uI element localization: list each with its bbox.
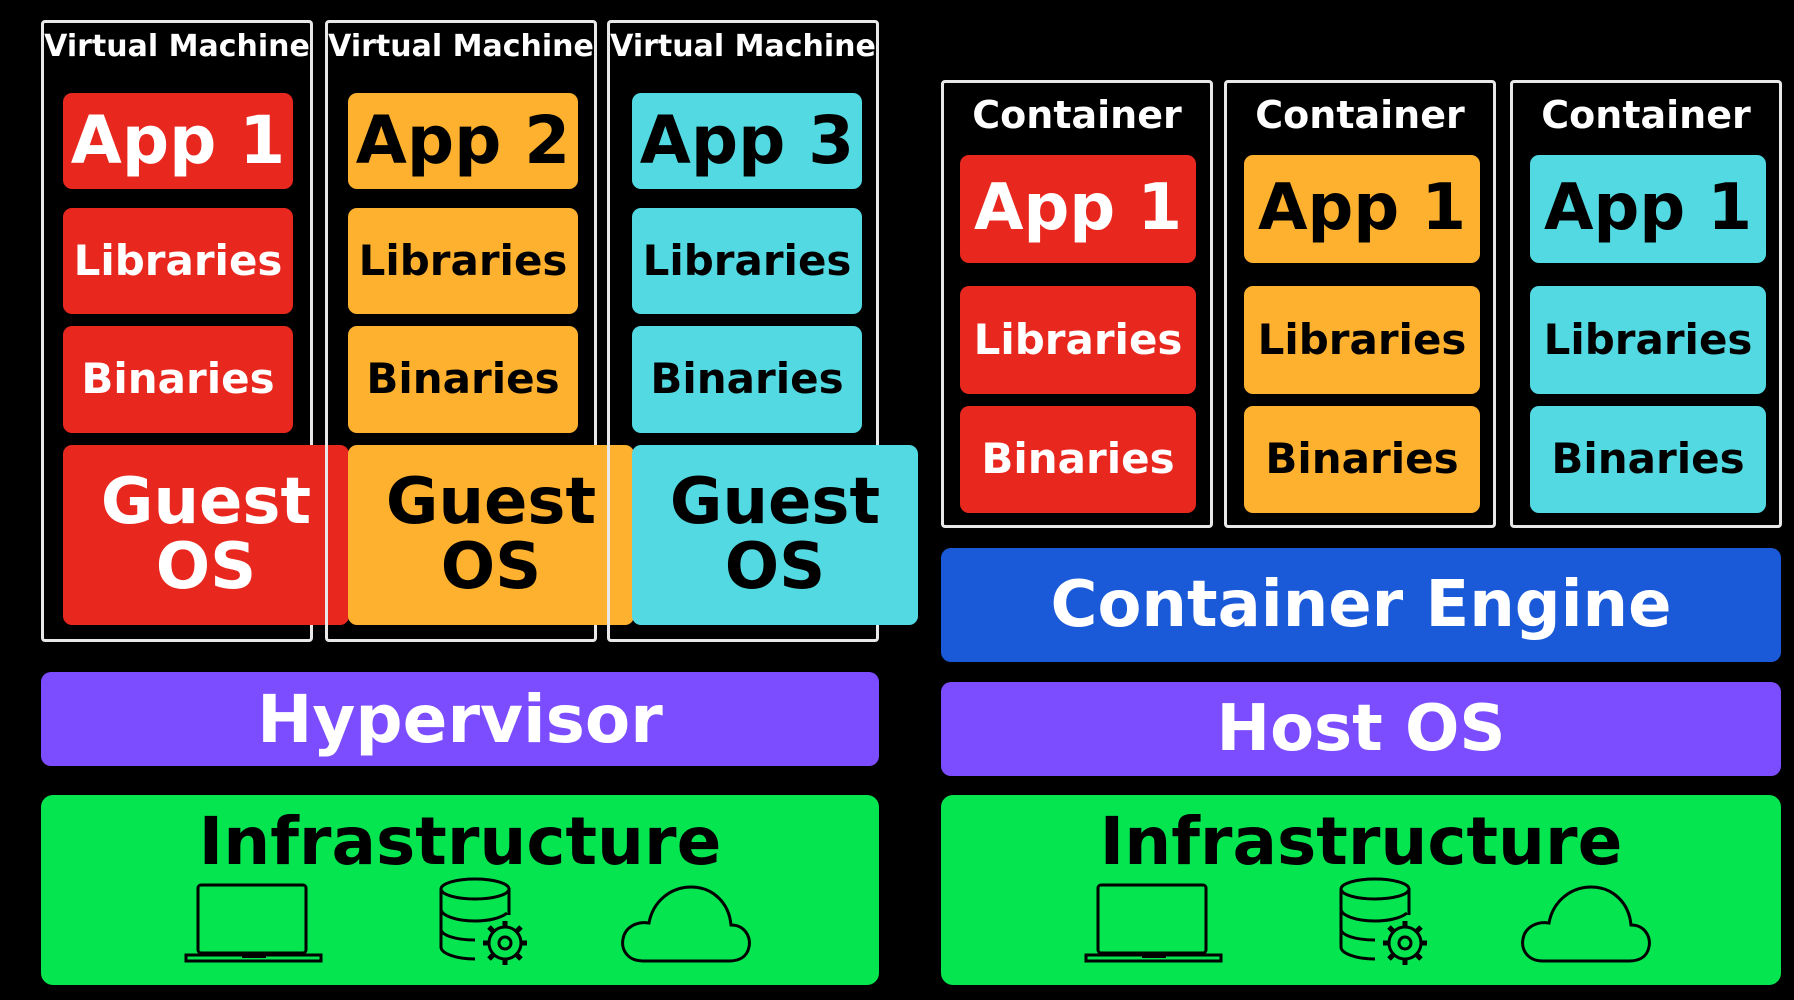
container-frame-2: Container App 1 Libraries Binaries [1224, 80, 1496, 528]
libraries-block: Libraries [348, 208, 578, 314]
database-gear-icon [439, 877, 529, 967]
libraries-block: Libraries [1244, 286, 1480, 394]
host-os-bar: Host OS [941, 682, 1781, 776]
binaries-block: Binaries [63, 326, 293, 433]
container-frame-3: Container App 1 Libraries Binaries [1510, 80, 1782, 528]
libraries-block: Libraries [1530, 286, 1766, 394]
virtual-machine-frame-3: Virtual Machine App 3 Libraries Binaries… [607, 20, 918, 642]
app-block: App 1 [1530, 155, 1766, 263]
virtual-machine-frame-1: Virtual Machine App 1 Libraries Binaries… [41, 20, 349, 642]
app-block: App 1 [960, 155, 1196, 263]
laptop-icon [184, 883, 323, 965]
infrastructure-title: Infrastructure [1099, 803, 1623, 880]
cloud-icon [619, 883, 753, 963]
virtual-machine-title: Virtual Machine [610, 29, 876, 64]
app-block: App 2 [348, 93, 578, 189]
app-block: App 3 [632, 93, 862, 189]
virtual-machine-frame-2: Virtual Machine App 2 Libraries Binaries… [325, 20, 634, 642]
guest-os-block: Guest OS [348, 445, 634, 625]
guest-os-block: Guest OS [63, 445, 349, 625]
container-frame-1: Container App 1 Libraries Binaries [941, 80, 1213, 528]
infrastructure-panel-left: Infrastructure [41, 795, 879, 985]
database-gear-icon [1339, 877, 1429, 967]
virtual-machine-title: Virtual Machine [328, 29, 594, 64]
infrastructure-panel-right: Infrastructure [941, 795, 1781, 985]
binaries-block: Binaries [348, 326, 578, 433]
app-block: App 1 [63, 93, 293, 189]
laptop-icon [1084, 883, 1223, 965]
container-engine-bar: Container Engine [941, 548, 1781, 662]
container-title: Container [1255, 93, 1465, 137]
binaries-block: Binaries [1244, 406, 1480, 513]
container-title: Container [1541, 93, 1751, 137]
binaries-block: Binaries [960, 406, 1196, 513]
cloud-icon [1519, 883, 1653, 963]
libraries-block: Libraries [63, 208, 293, 314]
app-block: App 1 [1244, 155, 1480, 263]
guest-os-block: Guest OS [632, 445, 918, 625]
libraries-block: Libraries [960, 286, 1196, 394]
hypervisor-bar: Hypervisor [41, 672, 879, 766]
infrastructure-title: Infrastructure [198, 803, 722, 880]
binaries-block: Binaries [1530, 406, 1766, 513]
virtual-machine-title: Virtual Machine [44, 29, 310, 64]
container-title: Container [972, 93, 1182, 137]
binaries-block: Binaries [632, 326, 862, 433]
libraries-block: Libraries [632, 208, 862, 314]
